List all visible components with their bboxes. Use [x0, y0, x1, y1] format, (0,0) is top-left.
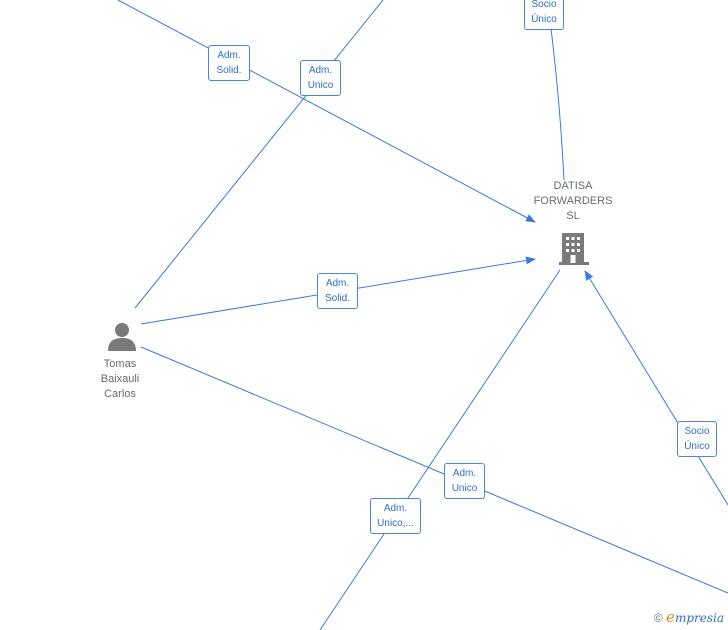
edge-adm-unico-top	[134, 0, 384, 309]
edge-adm-unico-bottom	[319, 269, 561, 630]
empresia-logo: © empresia	[654, 608, 724, 626]
edge-adm-solid-top	[117, 0, 536, 223]
relation-line: Adm.	[383, 503, 408, 514]
relation-label-socio-unico-top[interactable]: Socio Único	[524, 0, 564, 30]
edge-adm-unico-person	[140, 346, 728, 594]
building-icon[interactable]	[559, 230, 589, 266]
brand-e: e	[666, 608, 675, 626]
relation-line: Unico	[451, 483, 478, 494]
company-name-line: DATISA	[553, 180, 593, 192]
relation-label-socio-unico-right[interactable]: Socio Único	[677, 421, 717, 457]
company-name-line: SL	[566, 210, 580, 222]
relation-line: Adm.	[452, 468, 477, 479]
relation-line: Unico,...	[377, 518, 414, 529]
relation-line: Único	[531, 14, 557, 25]
company-name-line: FORWARDERS	[533, 195, 613, 207]
person-icon[interactable]	[107, 321, 137, 351]
company-name[interactable]: DATISA FORWARDERS SL	[526, 179, 620, 224]
relation-label-adm-solid-person[interactable]: Adm. Solid.	[317, 273, 358, 309]
relation-line: Solid.	[216, 65, 242, 76]
relation-line: Solid.	[324, 293, 350, 304]
relation-line: Adm.	[325, 278, 350, 289]
edge-socio-unico-right	[584, 270, 728, 506]
relation-line: Adm.	[217, 50, 241, 61]
relation-line: Socio	[684, 426, 710, 437]
brand-name: mpresia	[674, 611, 724, 625]
relation-line: Unico	[307, 80, 334, 91]
person-name-line: Baixauli	[100, 373, 140, 385]
relation-label-adm-unico-bottom[interactable]: Adm. Unico,...	[370, 498, 421, 534]
relation-line: Socio	[531, 0, 557, 10]
person-name-line: Tomas	[103, 358, 137, 370]
relation-label-adm-solid-top[interactable]: Adm. Solid.	[208, 45, 250, 81]
person-name-line: Carlos	[104, 388, 136, 400]
relation-label-adm-unico-top[interactable]: Adm. Unico	[300, 60, 341, 96]
copyright-symbol: ©	[653, 611, 663, 625]
person-name[interactable]: Tomas Baixauli Carlos	[79, 357, 161, 402]
relation-line: Adm.	[308, 65, 333, 76]
relation-label-adm-unico-person[interactable]: Adm. Unico	[444, 463, 485, 499]
edge-socio-unico-top	[549, 19, 565, 181]
relation-line: Único	[684, 441, 710, 452]
